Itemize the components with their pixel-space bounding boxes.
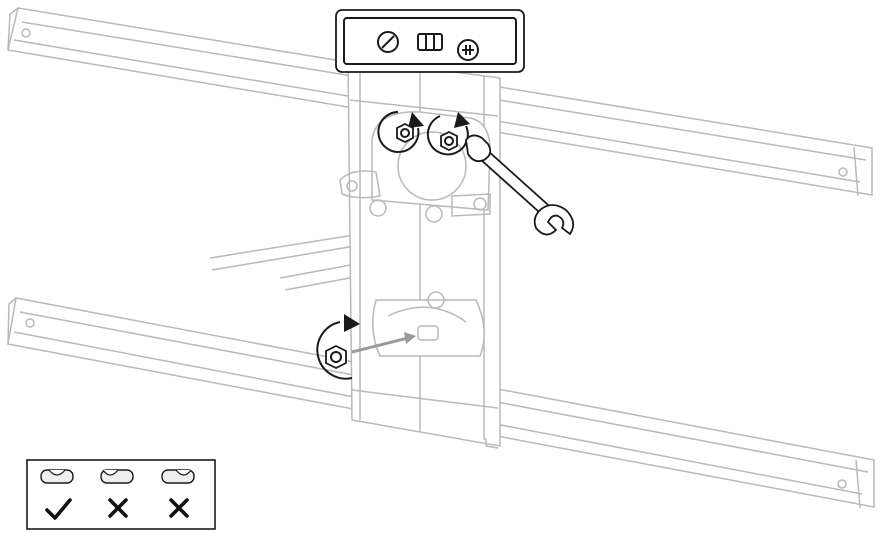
legend-item-centered	[40, 469, 74, 520]
clockwise-arrow-icon	[377, 111, 424, 153]
hex-nut-icon	[325, 344, 347, 370]
legend-item-right	[161, 469, 195, 518]
level-vial-left-icon	[377, 31, 399, 53]
legend-item-left	[100, 469, 134, 518]
check-icon	[45, 498, 72, 520]
level-vial-icon	[100, 469, 134, 484]
upper-nut-left	[377, 111, 424, 153]
upper-nut-right	[426, 112, 470, 156]
cross-icon	[169, 498, 189, 518]
lower-nut	[316, 314, 416, 380]
lower-tilt-head	[372, 291, 485, 357]
wrench-icon	[465, 134, 575, 236]
level-vial-center-icon	[417, 33, 443, 51]
hex-nut-icon	[396, 122, 414, 144]
spirit-level	[335, 9, 525, 73]
clockwise-arrow-icon	[316, 314, 360, 380]
level-legend	[26, 459, 216, 530]
level-vial-icon	[161, 469, 195, 484]
cross-icon	[108, 498, 128, 518]
level-vial-right-icon	[457, 39, 479, 61]
level-vial-icon	[40, 469, 74, 484]
hex-nut-icon	[440, 130, 458, 152]
insert-arrow-icon	[351, 332, 416, 354]
